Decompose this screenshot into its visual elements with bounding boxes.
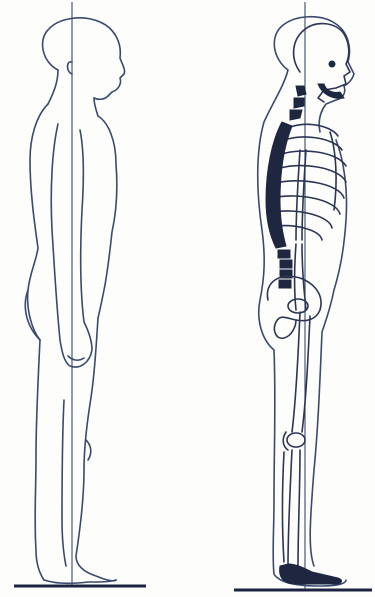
- neck-back: [48, 70, 58, 104]
- front-leg-outline: [76, 318, 116, 581]
- knee-joint: [287, 433, 305, 447]
- foot-outline: [44, 580, 116, 583]
- neck-front: [94, 98, 98, 116]
- thoracic-spine: [266, 122, 292, 248]
- back-outline: [28, 104, 48, 340]
- back-leg-outline: [35, 340, 44, 580]
- standing-skeleton-side-view: [234, 2, 372, 590]
- lumbar-spine: [278, 250, 292, 288]
- inner-leg-line: [62, 400, 66, 566]
- femur: [292, 312, 310, 432]
- cervical-spine: [290, 86, 306, 120]
- eye-socket: [329, 61, 335, 67]
- ear-outline: [68, 62, 73, 74]
- knee-outline: [86, 440, 91, 460]
- tibia-fibula: [283, 450, 301, 566]
- standing-figure-side-outline: [14, 2, 146, 586]
- hand-outline: [68, 356, 84, 360]
- foot-bones: [280, 564, 342, 584]
- chest-abdomen-outline: [98, 116, 117, 318]
